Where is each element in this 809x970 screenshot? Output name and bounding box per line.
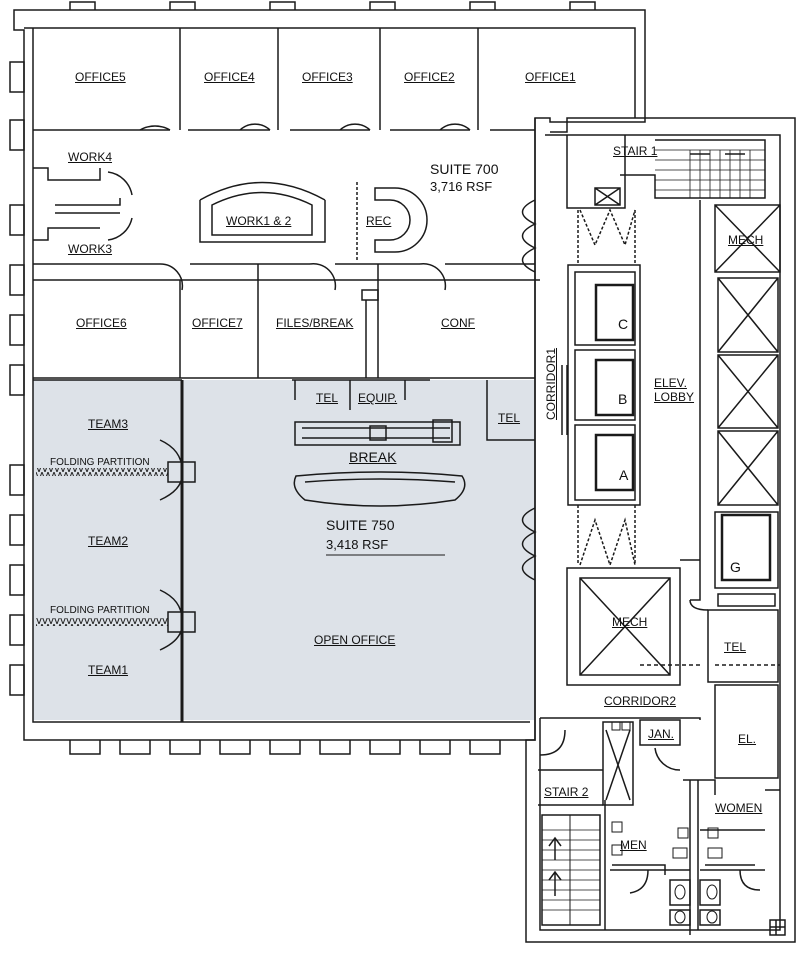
suite700-walls xyxy=(33,28,540,379)
office2-label: OFFICE2 xyxy=(404,70,455,84)
men-label: MEN xyxy=(620,838,647,852)
files-break-label: FILES/BREAK xyxy=(276,316,354,330)
suite700-name: SUITE 700 xyxy=(430,161,499,177)
conf-label: CONF xyxy=(441,316,475,330)
elevator-a-label: A xyxy=(619,467,629,483)
elevator-c-label: C xyxy=(618,316,629,332)
work4-label: WORK4 xyxy=(68,150,113,164)
team3-label: TEAM3 xyxy=(88,417,129,431)
elevator-g-label: G xyxy=(730,559,741,575)
el-label: EL. xyxy=(738,732,757,746)
tel-a-label: TEL xyxy=(316,391,339,405)
open-office-label: OPEN OFFICE xyxy=(314,633,396,647)
rec-label: REC xyxy=(366,214,392,228)
elev-lobby-line2: LOBBY xyxy=(654,390,695,404)
suite750-area: 3,418 RSF xyxy=(326,537,389,552)
office5-label: OFFICE5 xyxy=(75,70,126,84)
break-label: BREAK xyxy=(349,449,397,465)
office4-label: OFFICE4 xyxy=(204,70,255,84)
office1-label: OFFICE1 xyxy=(525,70,576,84)
stair2-label: STAIR 2 xyxy=(544,785,589,799)
restroom-walls xyxy=(538,717,786,936)
work1-2-label: WORK1 & 2 xyxy=(226,214,292,228)
elevator-b-label: B xyxy=(618,391,628,407)
elev-lobby-line1: ELEV. xyxy=(654,376,687,390)
corridor2-label: CORRIDOR2 xyxy=(604,694,677,708)
jan-label: JAN. xyxy=(648,727,675,741)
office7-label: OFFICE7 xyxy=(192,316,243,330)
folding-partition-2-label: FOLDING PARTITION xyxy=(50,605,150,616)
stair1-label: STAIR 1 xyxy=(613,144,658,158)
women-label: WOMEN xyxy=(715,801,763,815)
building-shell xyxy=(9,1,796,943)
folding-partition-1-line xyxy=(36,468,168,476)
fixtures xyxy=(611,721,723,924)
mech-mid-label: MECH xyxy=(612,615,648,629)
equip-label: EQUIP. xyxy=(358,391,398,405)
folding-partition-2-line xyxy=(36,618,168,626)
folding-partition-1-label: FOLDING PARTITION xyxy=(50,457,150,468)
mech-top-label: MECH xyxy=(728,233,764,247)
suite700-area: 3,716 RSF xyxy=(430,179,493,194)
suite750-walls xyxy=(33,379,537,722)
work3-label: WORK3 xyxy=(68,242,113,256)
tel-c-label: TEL xyxy=(724,640,747,654)
core-walls xyxy=(561,135,781,779)
office3-label: OFFICE3 xyxy=(302,70,353,84)
team1-label: TEAM1 xyxy=(88,663,129,677)
team2-label: TEAM2 xyxy=(88,534,129,548)
suite750-name: SUITE 750 xyxy=(326,517,395,533)
corridor1-label: CORRIDOR1 xyxy=(544,347,558,420)
tel-b-label: TEL xyxy=(498,411,521,425)
office6-label: OFFICE6 xyxy=(76,316,127,330)
